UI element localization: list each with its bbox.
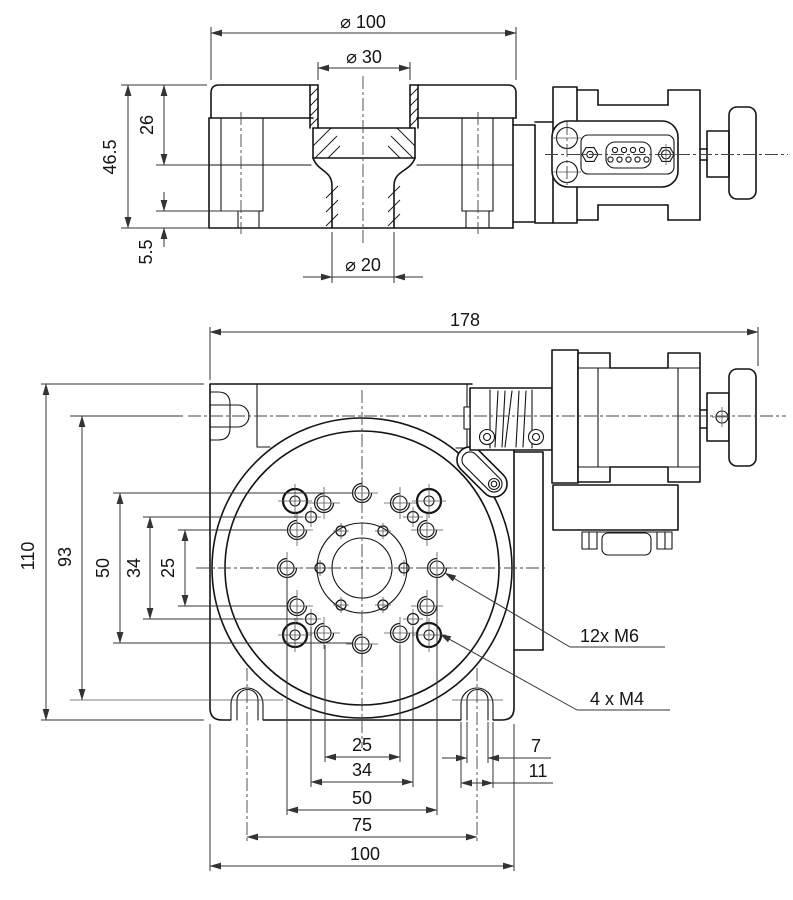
callout-12x-m6: 12x M6 [580,626,639,646]
stepper-motor-side [576,89,701,221]
dim-dia-20: ⌀ 20 [345,255,381,275]
coupling-housing [463,387,553,451]
db9-connector-side [551,120,679,188]
side-motor-assembly [512,86,788,224]
db9-shell [605,141,652,169]
db9-connector-plan [513,451,679,651]
dim-26: 26 [137,115,157,135]
dim-slot-11: 11 [529,761,548,781]
section-hatching [309,87,419,227]
stepper-motor-plan [551,349,757,484]
side-dimensions: ⌀ 100 ⌀ 30 ⌀ 20 46.5 26 5.5 [100,12,517,283]
dim-bottom-25: 25 [352,735,372,755]
dim-dia-30: ⌀ 30 [346,47,382,67]
dim-110: 110 [18,542,38,571]
dim-bottom-75: 75 [352,815,372,835]
callout-4x-m4: 4 x M4 [590,689,644,709]
dim-46-5: 46.5 [100,139,120,174]
jackscrew-hex-left [581,147,599,162]
side-stage-body [208,76,517,246]
dim-93: 93 [55,547,75,567]
plan-dimensions: 178 110 93 50 34 25 25 34 50 [18,310,759,871]
rotation-lock [456,446,508,498]
plan-view: 178 110 93 50 34 25 25 34 50 [18,310,786,871]
handwheel-plan [728,368,757,467]
side-view: ⌀ 100 ⌀ 30 ⌀ 20 46.5 26 5.5 [100,12,788,283]
dim-left-25: 25 [158,558,178,578]
dim-left-50: 50 [93,558,113,578]
dim-5-5: 5.5 [136,239,156,264]
dim-bottom-100: 100 [350,844,380,864]
dim-left-34: 34 [124,558,144,578]
dim-dia-100: ⌀ 100 [340,12,386,32]
handwheel-side [699,106,757,200]
mounting-bores [220,117,494,229]
dim-178: 178 [450,310,480,330]
dim-bottom-50: 50 [352,788,372,808]
dim-bottom-34: 34 [352,760,372,780]
dim-slot-7: 7 [531,736,541,756]
bottom-slots [70,687,503,721]
